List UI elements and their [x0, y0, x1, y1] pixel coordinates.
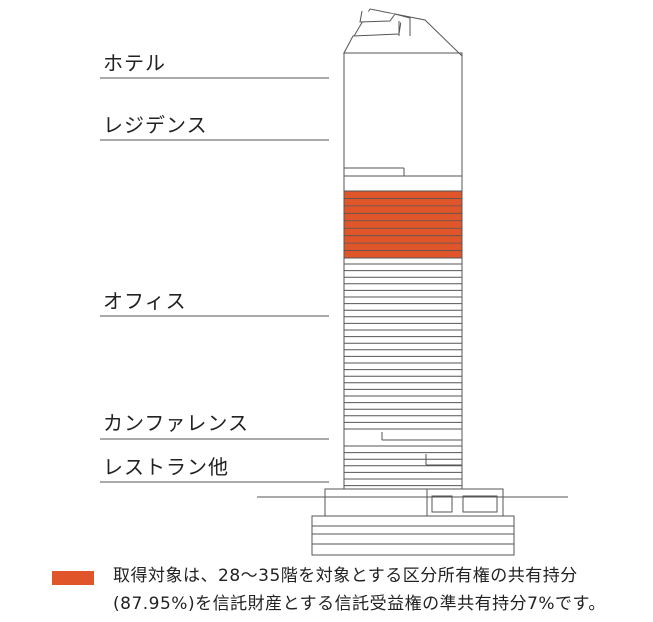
hotel-label: ホテル: [103, 51, 166, 75]
restaurant-label: レストラン他: [103, 455, 229, 479]
upper-floor-lines: [344, 167, 462, 177]
office-label: オフィス: [103, 289, 187, 313]
lower-floor-lines: [381, 432, 462, 466]
residence-label: レジデンス: [103, 113, 208, 137]
label-leaders: [100, 77, 329, 483]
conference-label: カンファレンス: [103, 411, 249, 435]
legend-text: 取得対象は、28～35階を対象とする区分所有権の共有持分 (87.95%)を信託…: [113, 562, 633, 618]
legend-line-2: (87.95%)を信託財産とする信託受益権の準共有持分7%です。: [113, 594, 606, 614]
acquired-floors-28-35: [343, 190, 463, 259]
highlight-block: [343, 190, 463, 259]
tower-crown: [343, 8, 463, 58]
legend-swatch: [52, 571, 94, 585]
podium: [311, 488, 515, 556]
floor-lines: [344, 263, 462, 487]
legend-line-1: 取得対象は、28～35階を対象とする区分所有権の共有持分: [113, 566, 578, 586]
